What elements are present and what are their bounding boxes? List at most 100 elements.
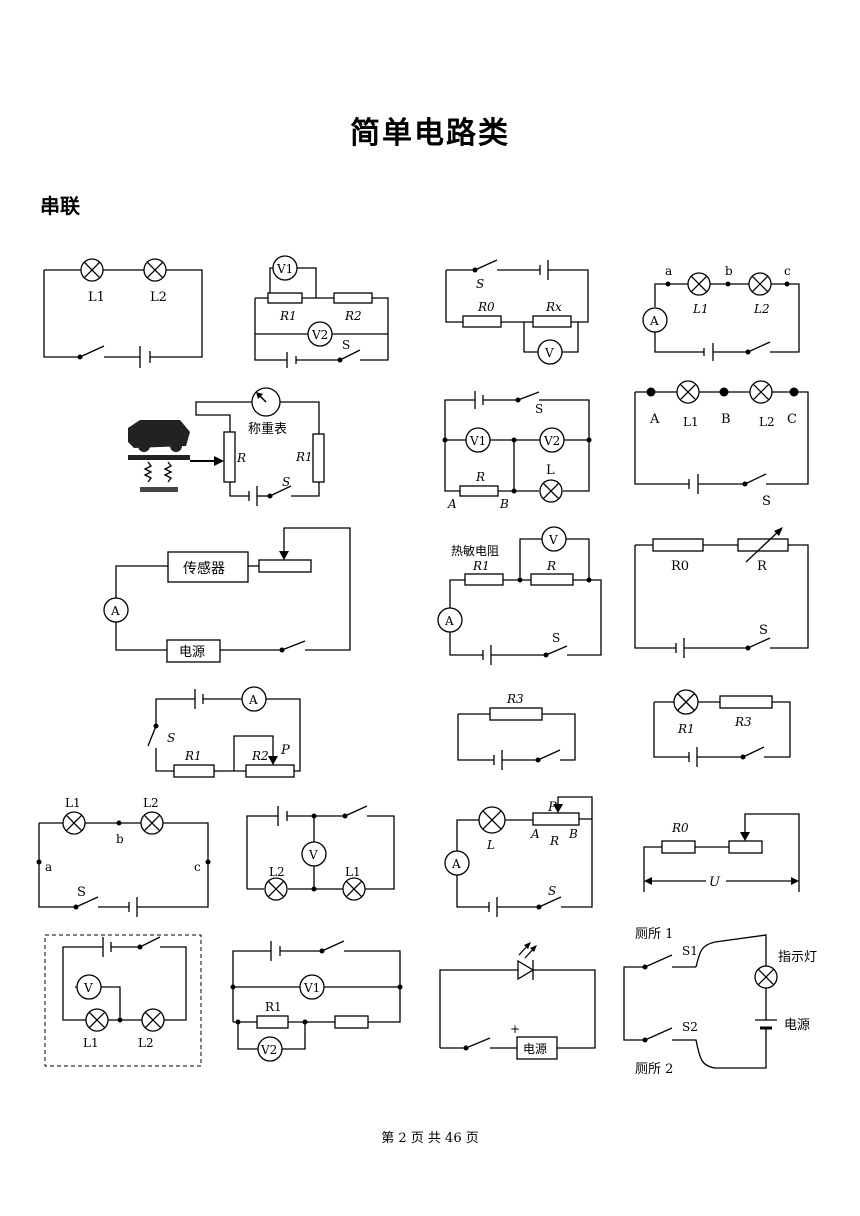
r1-label: R1 (265, 1000, 282, 1014)
circuit-16: A L P A R B S (444, 796, 593, 917)
page-title: 简单电路类 (350, 116, 510, 151)
meter-v-label: V (83, 981, 93, 995)
meter-v2-label: V2 (311, 328, 328, 342)
r1-label: R1 (184, 749, 202, 763)
circuit-10: R0 R S (634, 527, 809, 658)
page-footer: 第 2 页 共 46 页 (381, 1131, 479, 1146)
switch-s-label: S (342, 338, 350, 352)
point-c-label: C (787, 412, 797, 427)
lamp-l1-label: L1 (88, 290, 105, 305)
end-b-label: B (568, 827, 578, 841)
switch-s-label: S (282, 475, 290, 489)
r3-label: R3 (734, 715, 752, 729)
r-label: R (546, 559, 556, 573)
slider-p-label: P (280, 743, 290, 758)
circuit-14: L1 L2 b a c S (36, 796, 211, 917)
r-label: R (549, 834, 559, 848)
circuit-7: A L1 B L2 C S (634, 380, 809, 509)
end-a-label: A (530, 827, 540, 841)
node-b-label: b (116, 832, 124, 846)
node-c-label: c (784, 264, 791, 278)
circuit-6: V1 V2 S R L A B (442, 391, 592, 511)
lamp-l-label: L (546, 463, 555, 478)
r2-label: R2 (344, 309, 362, 323)
switch-s-label: S (552, 631, 560, 645)
node-a-label: a (45, 860, 52, 874)
lamp-l2-label: L2 (138, 1036, 154, 1050)
circuit-1: L1 L2 (43, 258, 203, 368)
switch-s-label: S (476, 277, 484, 291)
lamp-l1-label: L1 (345, 865, 361, 879)
circuit-9-thermistor: V A 热敏电阻 R1 R S (437, 526, 602, 665)
switch-s-label: S (167, 731, 175, 745)
switch-s-label: S (762, 494, 771, 509)
power-label: 电源 (179, 645, 205, 660)
switch-s-label: S (535, 402, 543, 416)
circuit-5-weighing-scale: 称重表 R R1 S (128, 387, 325, 506)
lamp-l2-label: L2 (759, 415, 775, 429)
point-a-label: A (649, 412, 660, 427)
r2-label: R2 (251, 749, 269, 763)
r1-label: R1 (677, 722, 695, 736)
switch-s-label: S (759, 623, 768, 638)
lamp-l2-label: L2 (143, 796, 159, 810)
circuit-17: R0 U (643, 813, 800, 892)
voltage-u-label: U (709, 875, 721, 890)
circuit-4: A a b c L1 L2 (642, 264, 800, 361)
meter-v1-label: V1 (469, 434, 486, 448)
thermistor-label: 热敏电阻 (451, 543, 499, 558)
circuit-19: V1 V2 R1 (230, 940, 403, 1062)
rx-label: Rx (545, 300, 562, 314)
r1-label: R1 (472, 559, 490, 573)
circuit-11: A S R1 R2 P (147, 686, 301, 778)
circuit-21-toilet: 厕所 1 S1 指示灯 电源 S2 厕所 2 (623, 927, 817, 1077)
lamp-l2-label: L2 (150, 290, 167, 305)
r-label: R (236, 451, 246, 465)
section-heading: 串联 (40, 194, 80, 218)
meter-a-label: A (248, 693, 258, 707)
lamp-l1-label: L1 (65, 796, 81, 810)
meter-v2-label: V2 (543, 434, 560, 448)
meter-v-label: V (544, 346, 554, 360)
r1-label: R1 (279, 309, 297, 323)
switch-s1-label: S1 (682, 944, 698, 958)
lamp-l2-label: L2 (269, 865, 285, 879)
r0-label: R0 (477, 300, 495, 314)
r1-label: R1 (295, 450, 313, 464)
meter-a-label: A (110, 604, 120, 618)
circuit-18: V L1 L2 (44, 934, 202, 1067)
r-label: R (475, 470, 485, 484)
meter-a-label: A (649, 314, 659, 328)
node-a-label: a (665, 264, 672, 278)
meter-v1-label: V1 (303, 981, 320, 995)
power-label: 电源 (784, 1018, 810, 1033)
point-b-label: B (499, 497, 509, 511)
circuit-15: V L2 L1 (246, 805, 395, 901)
plus-label: + (510, 1022, 520, 1036)
scale-label: 称重表 (248, 421, 287, 437)
circuit-2: V1 V2 R1 R2 S (254, 255, 389, 368)
circuit-8-sensor: A 传感器 电源 (103, 527, 351, 663)
switch-s-label: S (548, 884, 556, 898)
slider-p-label: P (547, 800, 557, 815)
lamp-l1-label: L1 (83, 1036, 99, 1050)
sensor-label: 传感器 (183, 560, 225, 577)
node-c-label: c (194, 860, 201, 874)
meter-v1-label: V1 (276, 262, 293, 276)
toilet-1-label: 厕所 1 (635, 927, 673, 942)
r-label: R (757, 559, 768, 574)
lamp-l1-label: L1 (683, 415, 699, 429)
lamp-l2-label: L2 (753, 302, 770, 316)
meter-v-label: V (548, 533, 558, 547)
switch-s-label: S (77, 885, 86, 900)
circuit-20-led: + 电源 (439, 942, 596, 1060)
point-a-label: A (447, 497, 457, 511)
circuit-3: V S R0 Rx (445, 259, 589, 365)
lamp-l1-label: L1 (692, 302, 709, 316)
circuit-13: R1 R3 (653, 689, 791, 767)
toilet-2-label: 厕所 2 (635, 1062, 673, 1077)
r0-label: R0 (671, 821, 689, 835)
meter-v2-label: V2 (260, 1043, 277, 1057)
meter-v-label: V (308, 848, 318, 862)
